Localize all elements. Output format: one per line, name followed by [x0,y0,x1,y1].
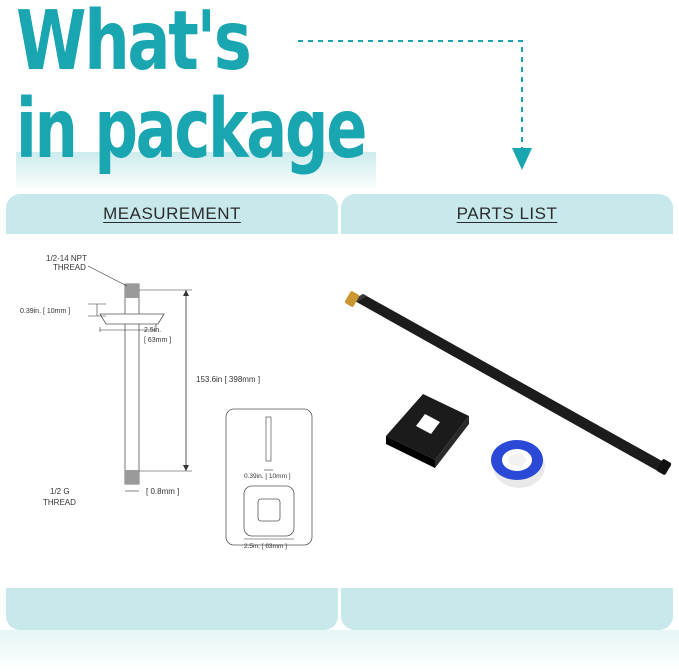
parts-illustration [344,291,672,488]
npt-label-1: 1/2-14 NPT [46,254,87,263]
flange-width-label-1: 2.5in. [144,327,161,334]
headline-line-1: What's [16,0,252,89]
g-label-2: THREAD [43,498,76,507]
npt-thread-mark [125,284,139,298]
bottom-band [0,630,679,672]
parts-list-title: PARTS LIST [456,204,558,223]
parts-panel-footer [341,588,673,630]
length-label: 153.6in [ 398mm ] [196,375,260,384]
dashed-arrow-icon [298,40,532,170]
headline-line-2: in package [16,82,367,177]
shower-arm-image [344,291,672,475]
detail-thickness-label: 0.39in. [ 10mm ] [244,473,291,480]
measurement-title: MEASUREMENT [103,204,241,223]
wall-thickness-label: [ 0.8mm ] [146,487,179,496]
flange-width-label-2: [ 63mm ] [144,337,171,344]
measurement-panel-footer [6,588,338,630]
measurement-panel: MEASUREMENT 1/2-14 NPT THREAD 0.39in. [ … [6,194,338,630]
g-label-1: 1/2 G [50,487,70,496]
measurement-diagram: 1/2-14 NPT THREAD 0.39in. [ 10mm ] 2.5in… [20,254,313,550]
headline-reflection [16,152,376,192]
detail-width-label: 2.5in. [ 63mm ] [244,543,287,550]
square-flange-image [386,394,469,468]
parts-list-panel: PARTS LIST [341,194,673,630]
page-headline: What's in package [16,0,376,192]
parts-photo-area [341,234,673,588]
g-thread-mark [125,470,139,484]
npt-label-2: THREAD [53,263,86,272]
flange-thickness-label: 0.39in. [ 10mm ] [20,308,70,315]
measurement-drawing-area: 1/2-14 NPT THREAD 0.39in. [ 10mm ] 2.5in… [6,234,338,588]
teflon-tape-image [491,440,545,488]
